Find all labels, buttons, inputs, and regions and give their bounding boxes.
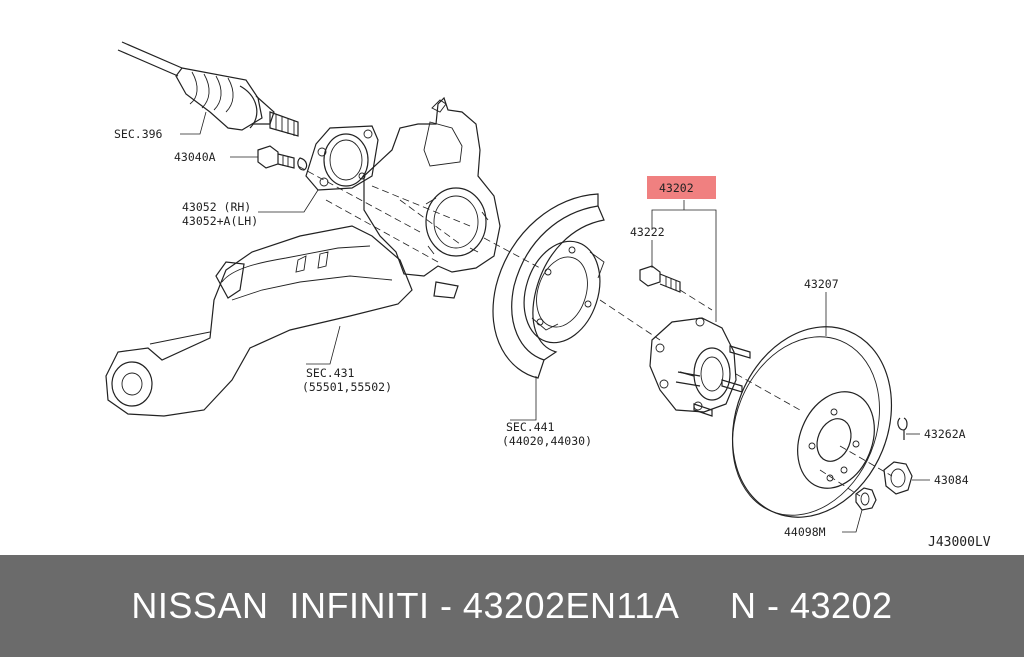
label-43207: 43207 xyxy=(804,277,839,291)
label-drawing-code: J43000LV xyxy=(928,535,991,550)
cotter-pin-43262a xyxy=(897,417,908,440)
label-43262a: 43262A xyxy=(924,427,966,441)
suspension-arm xyxy=(105,225,413,417)
axle-knuckle xyxy=(363,96,501,299)
bracket-43052 xyxy=(297,125,379,191)
label-44098m: 44098M xyxy=(784,525,826,539)
label-sec441-parts: (44020,44030) xyxy=(502,434,592,448)
label-sec431-parts: (55501,55502) xyxy=(302,380,392,394)
bolt-43040a xyxy=(257,145,295,169)
hub-assembly-43202 xyxy=(649,317,751,417)
nut-43084 xyxy=(883,461,913,495)
label-sec431: SEC.431 xyxy=(306,366,355,380)
label-43052-lh: 43052+A(LH) xyxy=(182,214,258,228)
label-43222: 43222 xyxy=(630,225,665,239)
assembly-axis-lines xyxy=(297,165,893,497)
label-43084: 43084 xyxy=(934,473,969,487)
label-sec441: SEC.441 xyxy=(506,420,555,434)
nut-44098m xyxy=(855,487,877,511)
label-43052-rh: 43052 (RH) xyxy=(182,200,251,214)
bolt-43222 xyxy=(639,265,681,293)
drive-shaft xyxy=(117,41,299,137)
highlight-box xyxy=(647,176,716,199)
exploded-parts-diagram: SEC.396 43040A 43052 (RH) 43052+A(LH) 43… xyxy=(105,41,991,550)
label-sec396: SEC.396 xyxy=(114,127,163,141)
leader-lines xyxy=(180,111,930,533)
label-43202: 43202 xyxy=(659,181,694,195)
brake-rotor-43207 xyxy=(731,326,893,518)
footer-bar: NISSAN INFINITI - 43202EN11A N - 43202 xyxy=(0,555,1024,657)
backing-plate xyxy=(492,193,605,379)
footer-caption: NISSAN INFINITI - 43202EN11A N - 43202 xyxy=(131,585,893,626)
label-43040a: 43040A xyxy=(174,150,216,164)
